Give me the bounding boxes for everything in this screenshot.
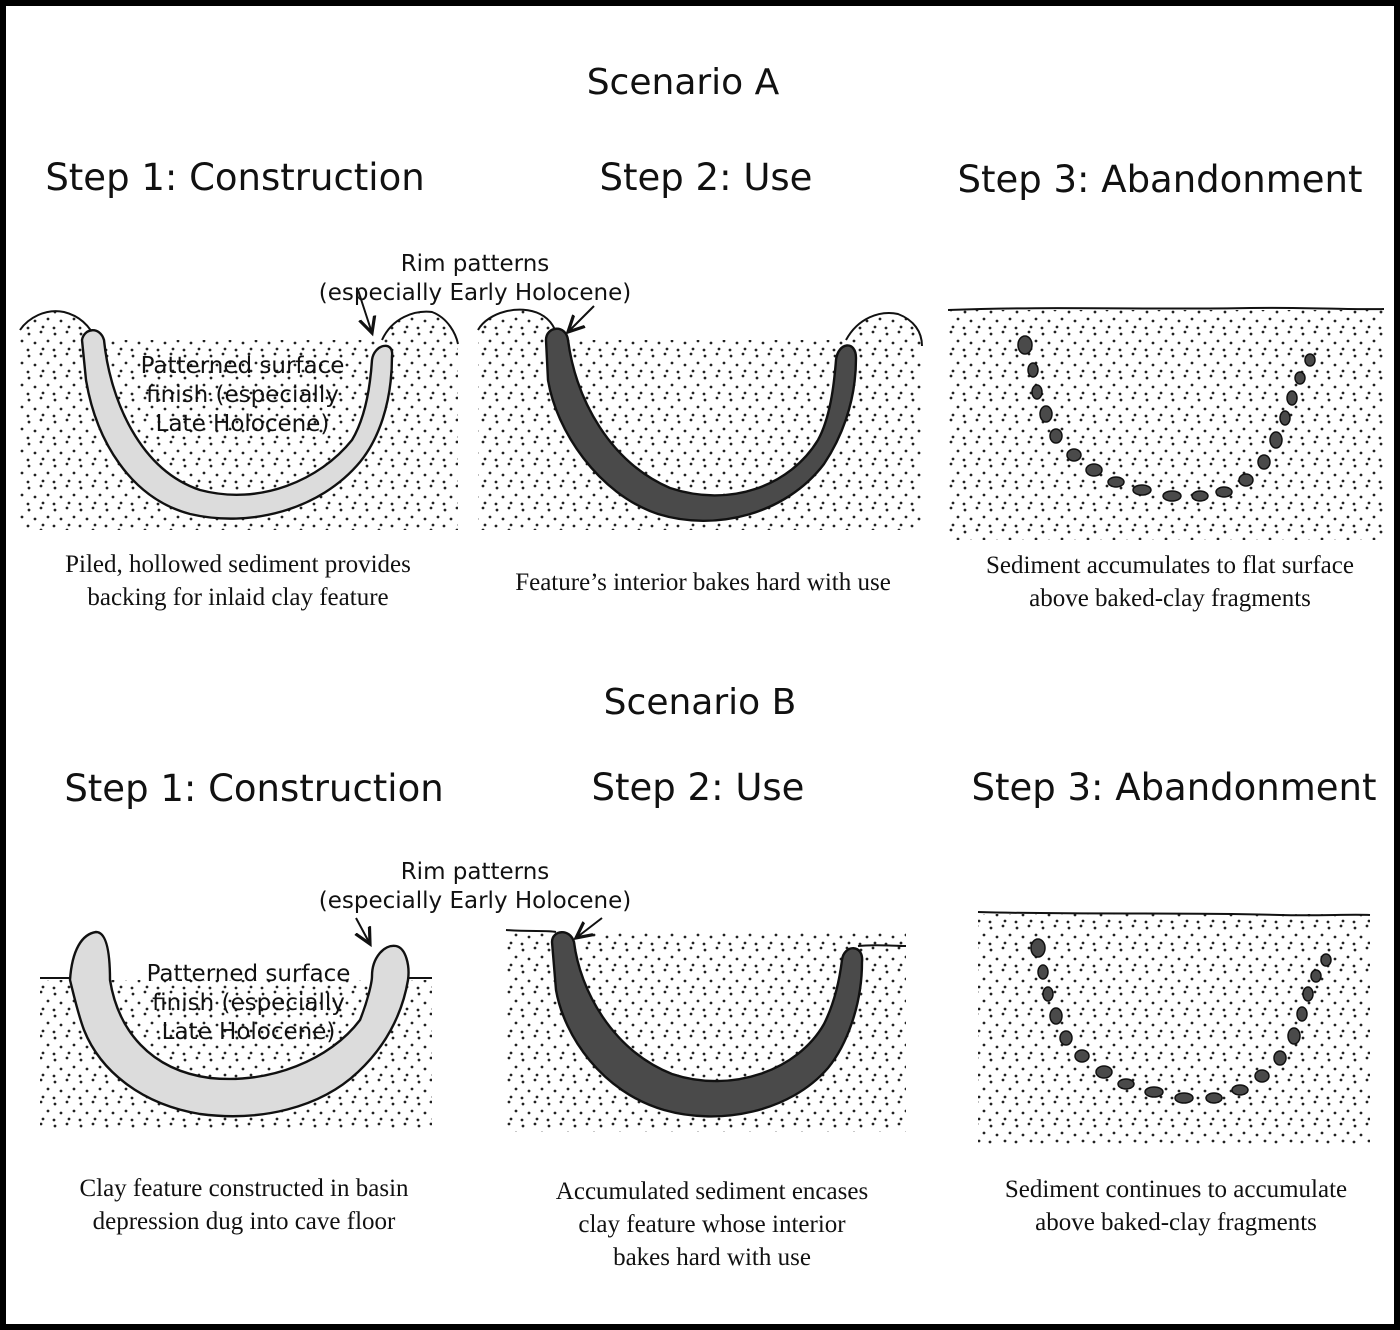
a1-unbaked-clay-lining: [80, 329, 394, 520]
b-rim-label-line1: Rim patterns: [400, 859, 550, 885]
b-step3-caption: Sediment continues to accumulate above b…: [956, 1173, 1396, 1239]
b-surface-label-line1: Patterned surface: [146, 961, 351, 987]
b-step2-caption-line3: bakes hard with use: [613, 1244, 811, 1271]
a3-baked-clay-fragments: [1017, 335, 1316, 502]
scenario-a-title: Scenario A: [586, 62, 780, 103]
a-surface-label-line1: Patterned surface: [140, 353, 345, 379]
b-step1-caption-line1: Clay feature constructed in basin: [79, 1175, 409, 1202]
b-step2-diagram: [505, 917, 907, 1132]
b-rim-patterns-label: Rim patterns (especially Early Holocene): [300, 858, 650, 916]
a-step3-caption-line2: above baked-clay fragments: [1029, 585, 1311, 612]
a-step3-caption-line1: Sediment accumulates to flat surface: [986, 552, 1354, 579]
b-step3-caption-line2: above baked-clay fragments: [1035, 1209, 1317, 1236]
a-step3-diagram: [947, 306, 1385, 540]
scenario-b-title: Scenario B: [603, 682, 797, 723]
b-step3-caption-line1: Sediment continues to accumulate: [1004, 1176, 1348, 1203]
b-step3-diagram: [977, 911, 1371, 1144]
a-rim-arrow-left: [357, 289, 372, 333]
b-step2-caption: Accumulated sediment encases clay featur…: [492, 1175, 932, 1274]
b-step2-caption-line2: clay feature whose interior: [578, 1211, 846, 1238]
a-step1-caption: Piled, hollowed sediment provides backin…: [18, 548, 458, 614]
b2-baked-clay-lining: [550, 931, 864, 1118]
b-step1-title: Step 1: Construction: [64, 767, 444, 810]
a3-flat-surface: [947, 306, 1385, 311]
b-step1-caption-line2: depression dug into cave floor: [92, 1208, 396, 1235]
b-step2-title: Step 2: Use: [591, 766, 805, 809]
b-rim-arrow-left: [356, 917, 370, 944]
a-step1-caption-line2: backing for inlaid clay feature: [87, 584, 389, 611]
b-surface-label-line3: Late Holocene): [161, 1019, 336, 1045]
a-step1-diagram: [19, 310, 459, 530]
b-step1-diagram: [40, 917, 432, 1130]
a-surface-label-line2: finish (especially: [146, 382, 339, 408]
a-rim-label-line2: (especially Early Holocene): [318, 280, 632, 306]
a-step1-title: Step 1: Construction: [45, 156, 425, 199]
a-step3-title: Step 3: Abandonment: [957, 158, 1363, 201]
a2-baked-clay-lining: [544, 327, 858, 522]
b-step2-caption-line1: Accumulated sediment encases: [555, 1178, 869, 1205]
a-surface-label-line3: Late Holocene): [155, 411, 330, 437]
a-step2-diagram: [357, 289, 923, 530]
b-step1-caption: Clay feature constructed in basin depres…: [24, 1172, 464, 1238]
b3-flat-surface: [977, 911, 1371, 917]
b-surface-label-line2: finish (especially: [152, 990, 345, 1016]
a1-sediment-outline: [19, 310, 459, 345]
b-rim-label-line2: (especially Early Holocene): [318, 888, 632, 914]
a3-sediment: [948, 310, 1384, 540]
a-rim-arrow-right: [568, 305, 595, 332]
a-rim-patterns-label: Rim patterns (especially Early Holocene): [300, 250, 650, 308]
a-step2-caption: Feature’s interior bakes hard with use: [483, 566, 923, 599]
a-step3-caption: Sediment accumulates to flat surface abo…: [950, 549, 1390, 615]
a-step1-caption-line1: Piled, hollowed sediment provides: [65, 551, 411, 578]
a-rim-label-line1: Rim patterns: [400, 251, 550, 277]
b1-unbaked-clay-lining: [68, 930, 410, 1118]
a-surface-finish-label: Patterned surface finish (especially Lat…: [120, 352, 365, 439]
a-step2-caption-line1: Feature’s interior bakes hard with use: [515, 569, 891, 596]
b2-surface-line: [505, 929, 907, 947]
b3-baked-clay-fragments: [1030, 938, 1332, 1104]
b-step3-title: Step 3: Abandonment: [971, 766, 1377, 809]
b-surface-finish-label: Patterned surface finish (especially Lat…: [126, 960, 371, 1047]
b-rim-arrow-right: [576, 917, 603, 938]
a-step2-title: Step 2: Use: [599, 156, 813, 199]
